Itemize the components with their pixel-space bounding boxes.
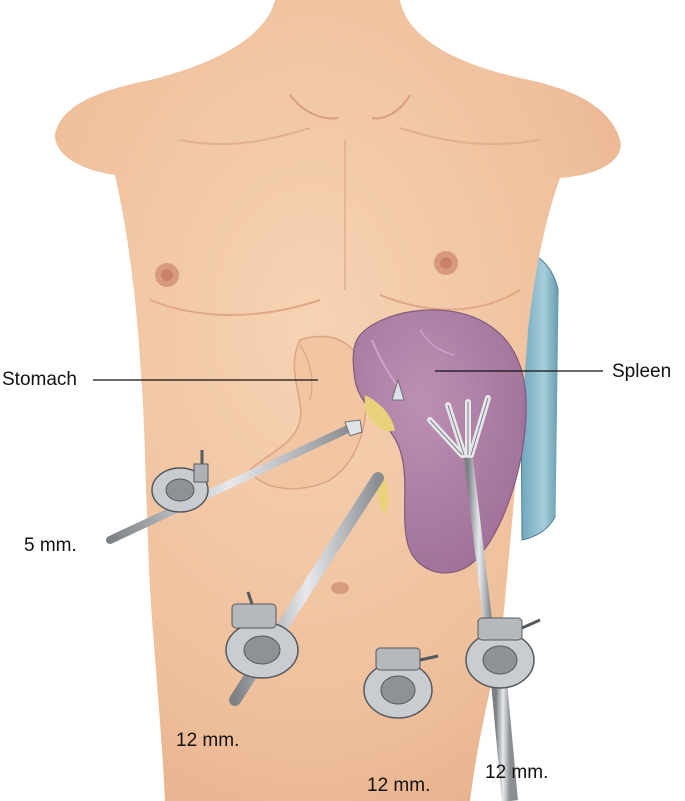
stomach-label: Stomach — [2, 369, 77, 390]
trocar-icon — [151, 450, 541, 719]
navel — [331, 582, 349, 594]
port-12mm-left-label: 12 mm. — [176, 730, 240, 751]
spleen-label: Spleen — [612, 361, 672, 382]
fan-retractor-icon — [427, 395, 491, 458]
nipples — [155, 251, 458, 287]
leader-lines — [93, 370, 603, 381]
instruments — [106, 378, 518, 801]
port-12mm-center-label: 12 mm. — [367, 775, 431, 796]
port-5mm-label: 5 mm. — [24, 535, 77, 556]
port-12mm-right-label: 12 mm. — [485, 762, 549, 783]
surgical-drape — [519, 180, 600, 560]
